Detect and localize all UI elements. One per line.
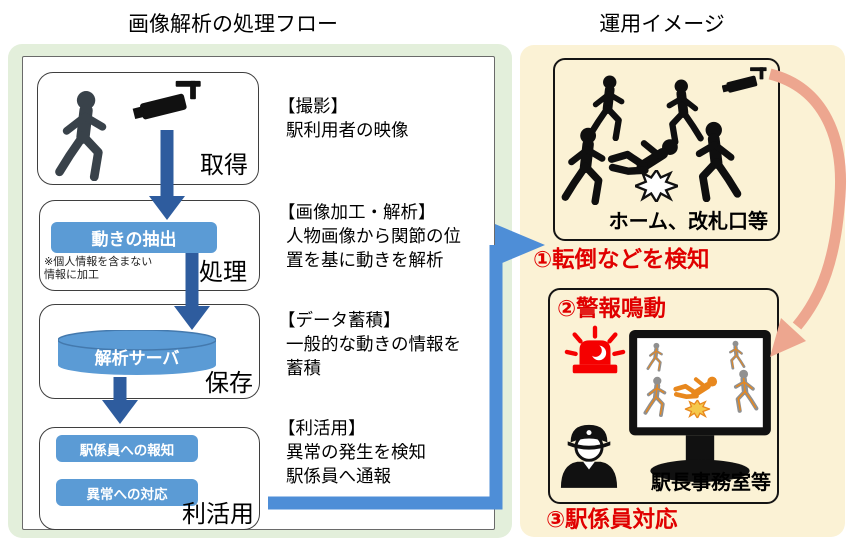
right-panel-title: 運用イメージ: [599, 13, 725, 36]
impact-star-icon: [635, 170, 678, 202]
walking-person-icon: [590, 75, 621, 138]
stage-label-process: 処理: [199, 259, 247, 286]
motion-extraction-button: 動きの抽出: [51, 222, 217, 253]
step2-alarm: ②警報鳴動: [557, 296, 667, 321]
cctv-camera-icon: [722, 67, 767, 95]
annotation-analysis: 【画像加工・解析】 人物画像から関節の位 置を基に動きを解析: [278, 200, 461, 272]
annotation-line: 異常の発生を検知: [286, 442, 426, 462]
flow-box-acquisition: 取得: [37, 72, 259, 185]
monitor-icon: [629, 330, 771, 482]
annotation-heading: 【データ蓄積】: [278, 310, 401, 330]
privacy-note-line2: 情報に加工: [44, 269, 99, 281]
privacy-note-line1: ※個人情報を含まない: [44, 256, 153, 268]
scene2-caption: 駅長事務室等: [651, 472, 771, 494]
annotation-utilization: 【利活用】 異常の発生を検知 駅係員へ通報: [278, 416, 426, 488]
left-panel-title: 画像解析の処理フロー: [128, 13, 338, 36]
annotation-accumulation: 【データ蓄積】 一般的な動きの情報を 蓄積: [278, 308, 461, 380]
stage-label-utilize: 利活用: [182, 501, 254, 528]
analysis-server-label: 解析サーバ: [94, 349, 180, 368]
stage-label-acquire: 取得: [200, 152, 248, 179]
annotation-heading: 【画像加工・解析】: [278, 202, 436, 222]
annotation-line: 一般的な動きの情報を: [286, 334, 461, 354]
walking-person-icon: [565, 128, 602, 202]
flow-box-utilization: 駅係員への報知 異常への対応 利活用: [39, 427, 260, 530]
step3-staff-response: ③駅係員対応: [546, 507, 678, 532]
fallen-person-icon: [612, 139, 678, 171]
walking-person-icon: [669, 79, 700, 142]
step1-detect-fall: ①転倒などを検知: [533, 247, 710, 272]
annotation-line: 置を基に動きを解析: [286, 250, 444, 270]
alarm-lamp-icon: [564, 325, 626, 377]
annotation-line: 駅係員へ通報: [286, 466, 391, 486]
annotation-shooting: 【撮影】 駅利用者の映像: [278, 94, 409, 142]
scene-office-box: ②警報鳴動 駅長事務室等: [548, 288, 779, 504]
notify-staff-button: 駅係員への報知: [56, 435, 198, 462]
scene1-caption: ホーム、改札口等: [608, 211, 768, 233]
cctv-camera-icon: [132, 80, 201, 122]
annotation-heading: 【撮影】: [278, 96, 348, 116]
annotation-line: 駅利用者の映像: [286, 120, 409, 140]
walking-person-icon: [52, 89, 114, 181]
scene-platform-box: ホーム、改札口等: [553, 58, 780, 241]
annotation-heading: 【利活用】: [278, 418, 366, 438]
walking-person-icon: [699, 122, 737, 199]
flow-box-processing: 動きの抽出 ※個人情報を含まない 情報に加工 処理: [39, 200, 260, 291]
security-officer-icon: [559, 423, 619, 488]
annotation-line: 人物画像から関節の位: [286, 226, 461, 246]
flow-box-storage: 解析サーバ 保存: [39, 304, 260, 399]
annotation-line: 蓄積: [286, 358, 321, 378]
stage-label-store: 保存: [205, 370, 253, 397]
respond-abnormality-button: 異常への対応: [56, 479, 198, 506]
